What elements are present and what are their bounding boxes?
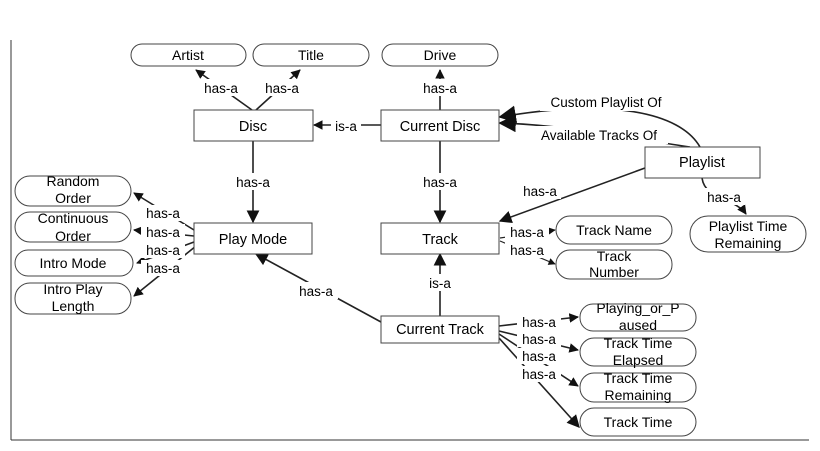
attr-drive-label: Drive bbox=[424, 47, 457, 63]
label-currentdisc-track: has-a bbox=[423, 175, 457, 190]
attr-intro-play-length-line1: Intro Play bbox=[43, 281, 102, 297]
label-disc-playmode: has-a bbox=[236, 175, 270, 190]
attr-track-time-remaining-line2: Remaining bbox=[605, 387, 672, 403]
attr-artist: Artist bbox=[130, 43, 247, 67]
attr-title: Title bbox=[252, 43, 370, 67]
entity-playlist: Playlist bbox=[644, 146, 761, 179]
label-custom-playlist-of: Custom Playlist Of bbox=[550, 95, 661, 110]
label-track-number: has-a bbox=[510, 243, 544, 258]
attr-playing-or-paused-line1: Playing_or_P bbox=[596, 300, 679, 316]
attr-track-time-elapsed-line1: Track Time bbox=[604, 335, 673, 351]
attr-track-time-remaining-line1: Track Time bbox=[604, 370, 673, 386]
edge-ct-tracktime bbox=[498, 337, 580, 428]
attr-track-number-line2: Number bbox=[589, 264, 639, 280]
label-ct-tracktime: has-a bbox=[522, 367, 556, 382]
label-ct-elapsed: has-a bbox=[522, 332, 556, 347]
attr-continuous-order-line1: Continuous bbox=[38, 210, 109, 226]
label-isa-track: is-a bbox=[429, 276, 451, 291]
attr-random-order-line2: Order bbox=[55, 190, 91, 206]
attr-track-name: Track Name bbox=[555, 215, 673, 245]
entity-playlist-label: Playlist bbox=[679, 155, 725, 171]
entity-current-track: Current Track bbox=[380, 315, 500, 344]
attr-playlist-time-remaining: Playlist Time Remaining bbox=[689, 215, 807, 253]
attr-playlist-time-remaining-line1: Playlist Time bbox=[709, 218, 788, 234]
attr-continuous-order-line2: Order bbox=[55, 228, 91, 244]
label-disc-title: has-a bbox=[265, 81, 299, 96]
label-isa-disc: is-a bbox=[335, 119, 357, 134]
label-available-tracks-of: Available Tracks Of bbox=[541, 128, 657, 143]
label-track-name: has-a bbox=[510, 225, 544, 240]
attr-playing-or-paused-line2: aused bbox=[619, 317, 657, 333]
edge-playlist-customplaylistof bbox=[498, 105, 701, 148]
entity-current-track-label: Current Track bbox=[396, 322, 485, 338]
attr-intro-mode: Intro Mode bbox=[14, 249, 134, 277]
attr-track-time-elapsed: Track Time Elapsed bbox=[579, 335, 697, 368]
edge-labels: has-a has-a has-a is-a Custom Playlist O… bbox=[141, 79, 745, 382]
attr-artist-label: Artist bbox=[172, 47, 204, 63]
attr-drive: Drive bbox=[381, 43, 499, 67]
attr-track-number: Track Number bbox=[555, 248, 673, 280]
attr-track-time-elapsed-line2: Elapsed bbox=[613, 352, 664, 368]
attr-track-time: Track Time bbox=[579, 407, 697, 437]
label-playmode-intromode: has-a bbox=[146, 243, 180, 258]
attr-playlist-time-remaining-line2: Remaining bbox=[715, 235, 782, 251]
label-playmode-continuous: has-a bbox=[146, 225, 180, 240]
entity-track-label: Track bbox=[422, 232, 458, 248]
edge-playlist-track bbox=[498, 167, 646, 224]
attr-track-number-line1: Track bbox=[597, 248, 632, 264]
label-playmode-introlength: has-a bbox=[146, 261, 180, 276]
entity-play-mode: Play Mode bbox=[193, 222, 313, 255]
label-disc-artist: has-a bbox=[204, 81, 238, 96]
entity-current-disc: Current Disc bbox=[380, 109, 500, 142]
attr-random-order-line1: Random bbox=[47, 173, 100, 189]
entity-track: Track bbox=[380, 222, 500, 255]
attr-intro-play-length-line2: Length bbox=[52, 298, 95, 314]
entity-play-mode-label: Play Mode bbox=[219, 232, 288, 248]
label-currenttrack-playmode: has-a bbox=[299, 284, 333, 299]
attr-track-name-label: Track Name bbox=[576, 222, 652, 238]
attr-title-label: Title bbox=[298, 47, 324, 63]
label-playlist-timeremaining: has-a bbox=[707, 190, 741, 205]
attr-continuous-order: Continuous Order bbox=[14, 210, 132, 244]
label-currentdisc-drive: has-a bbox=[423, 81, 457, 96]
label-playlist-track: has-a bbox=[523, 184, 557, 199]
attr-playing-or-paused: Playing_or_P aused bbox=[579, 300, 697, 333]
entity-disc: Disc bbox=[193, 109, 314, 142]
attr-track-time-label: Track Time bbox=[604, 414, 673, 430]
attr-track-time-remaining: Track Time Remaining bbox=[579, 370, 697, 403]
label-ct-playing: has-a bbox=[522, 315, 556, 330]
label-ct-remaining: has-a bbox=[522, 349, 556, 364]
label-playmode-random: has-a bbox=[146, 206, 180, 221]
entity-disc-label: Disc bbox=[239, 119, 267, 135]
attr-random-order: Random Order bbox=[14, 173, 132, 207]
attr-intro-mode-label: Intro Mode bbox=[40, 255, 107, 271]
entity-current-disc-label: Current Disc bbox=[400, 119, 481, 135]
attr-intro-play-length: Intro Play Length bbox=[14, 281, 132, 315]
